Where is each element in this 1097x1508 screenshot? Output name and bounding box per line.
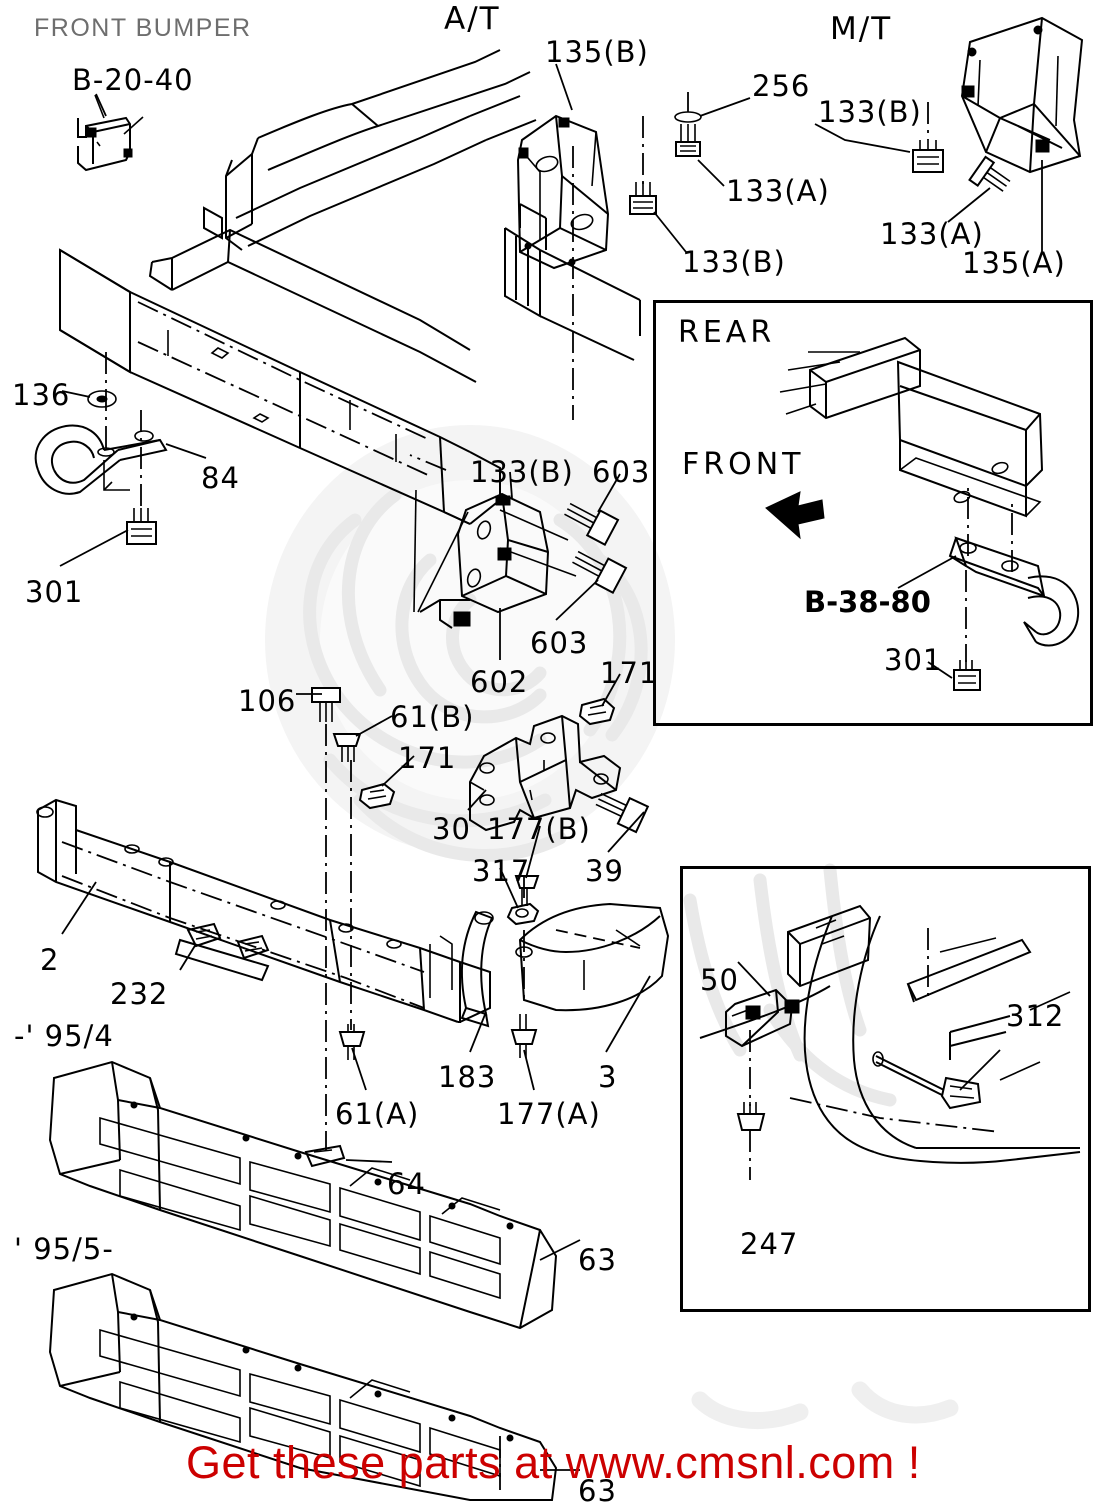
callout-c61b: 61(B) <box>390 700 475 734</box>
callout-c171-2: 171 <box>398 741 457 775</box>
inset-bottom-label-247: 247 <box>740 1227 799 1261</box>
callout-c30: 30 <box>432 812 471 846</box>
callout-c177a: 177(A) <box>497 1097 601 1131</box>
callout-c317: 317 <box>472 854 531 888</box>
part-84-tow-hook <box>36 426 166 494</box>
part-2-bumper-beam <box>37 800 490 1022</box>
callout-c133b-1: 133(B) <box>818 95 922 129</box>
inset-rear-label-code: B-38-80 <box>804 585 931 619</box>
callout-cdate2: ' 95/5- <box>14 1232 114 1266</box>
inset-rear-hook-box <box>653 300 1093 726</box>
part-183-stay <box>462 912 493 1026</box>
leader-lines <box>60 64 1042 1470</box>
part-63-bumper-early <box>50 1062 556 1328</box>
callout-c301-1: 301 <box>25 575 84 609</box>
callout-c135a: 135(A) <box>962 246 1066 280</box>
callout-c2: 2 <box>40 943 60 977</box>
part-b-20-40-drawing <box>78 95 143 170</box>
header-at: A/T <box>444 1 501 37</box>
inset-rear-label-front: FRONT <box>682 447 805 482</box>
part-63-bumper-late <box>50 1274 556 1500</box>
callout-c603-1: 603 <box>592 455 651 489</box>
callout-c232: 232 <box>110 977 169 1011</box>
part-30-center-bracket <box>470 716 620 830</box>
callout-c256: 256 <box>752 69 811 103</box>
inset-rear-label-rear: REAR <box>678 315 776 350</box>
chassis-frame-drawing <box>60 50 640 524</box>
part-135a-bracket <box>962 18 1082 172</box>
header-mt: M/T <box>830 11 893 47</box>
callout-c64: 64 <box>387 1167 426 1201</box>
callout-c183: 183 <box>438 1060 497 1094</box>
part-3-bumper-end <box>516 904 668 1010</box>
callout-c171-1: 171 <box>600 656 659 690</box>
page-title: FRONT BUMPER <box>34 14 252 42</box>
inset-bottom-label-312: 312 <box>1006 999 1065 1033</box>
part-602-bracket <box>414 490 576 628</box>
callout-c84: 84 <box>201 461 240 495</box>
callout-cdate1: -' 95/4 <box>14 1019 114 1053</box>
callout-c133b-3: 133(B) <box>470 455 574 489</box>
assembly-guide-lines <box>106 92 928 1150</box>
inset-bottom-label-50: 50 <box>700 963 739 997</box>
inset-rear-label-301: 301 <box>884 643 943 677</box>
callout-c106: 106 <box>238 684 297 718</box>
callout-c133a-1: 133(A) <box>726 174 830 208</box>
callout-c603-2: 603 <box>530 626 589 660</box>
callout-c136: 136 <box>12 378 71 412</box>
part-135b-bracket <box>518 116 608 268</box>
callout-c602: 602 <box>470 665 529 699</box>
callout-c3: 3 <box>598 1060 618 1094</box>
callout-c63-1: 63 <box>578 1243 617 1277</box>
callout-c133b-2: 133(B) <box>682 245 786 279</box>
callout-c177b: 177(B) <box>487 812 591 846</box>
callout-b2040: B-20-40 <box>72 63 194 97</box>
callout-c61a: 61(A) <box>335 1097 420 1131</box>
inset-bumper-detail-box <box>680 866 1091 1312</box>
callout-c133a-2: 133(A) <box>880 217 984 251</box>
callout-c135b: 135(B) <box>545 35 649 69</box>
site-watermark-text: Get these parts at www.cmsnl.com ! <box>186 1437 921 1488</box>
callout-c39: 39 <box>585 854 624 888</box>
